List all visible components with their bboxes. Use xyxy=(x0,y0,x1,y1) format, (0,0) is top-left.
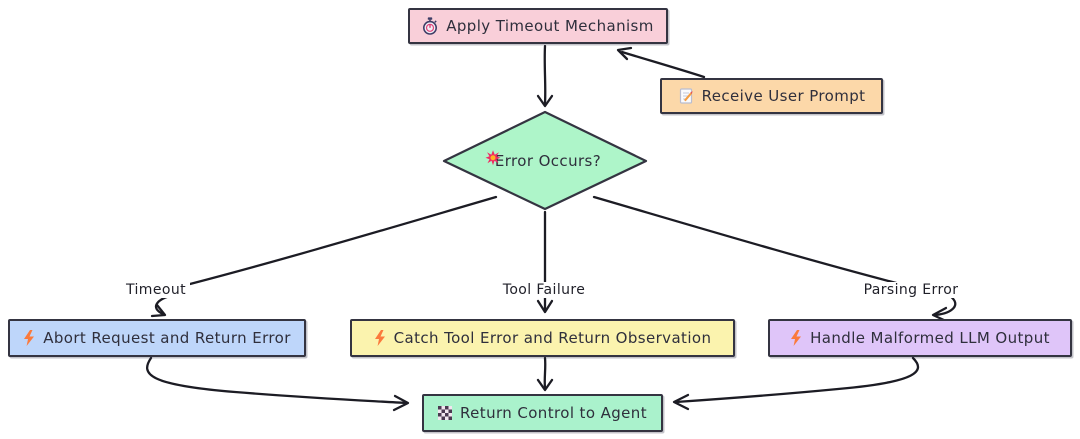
lightning-icon xyxy=(23,330,35,346)
edge-label-parsing-error: Parsing Error xyxy=(859,282,963,298)
node-catch-tool-error: Catch Tool Error and Return Observation xyxy=(350,319,735,357)
node-label: Apply Timeout Mechanism xyxy=(446,17,654,35)
edge-error-to-abort-request xyxy=(150,195,498,318)
node-label: Handle Malformed LLM Output xyxy=(810,329,1050,347)
stopwatch-icon xyxy=(422,17,438,35)
node-label: Receive User Prompt xyxy=(701,87,866,105)
edge-abort-to-return-control xyxy=(146,356,410,412)
edge-catch-to-return-control xyxy=(536,356,554,392)
edge-handle-to-return-control xyxy=(672,356,920,411)
edge-label-timeout: Timeout xyxy=(122,282,190,298)
node-apply-timeout-mechanism: Apply Timeout Mechanism xyxy=(408,8,668,44)
diamond-shape xyxy=(442,110,648,211)
edge-label-tool-failure: Tool Failure xyxy=(498,282,590,298)
node-handle-malformed-output: Handle Malformed LLM Output xyxy=(768,319,1072,357)
node-receive-user-prompt: Receive User Prompt xyxy=(660,78,883,114)
node-label: Return Control to Agent xyxy=(460,404,647,422)
edge-error-to-handle-malformed xyxy=(592,195,957,323)
node-error-occurs: Error Occurs? xyxy=(441,109,649,212)
node-return-control: Return Control to Agent xyxy=(422,394,663,432)
edge-apply-timeout-to-error xyxy=(536,44,554,108)
node-abort-request: Abort Request and Return Error xyxy=(8,319,306,357)
node-label: Error Occurs? xyxy=(494,151,602,170)
edge-receive-prompt-to-apply-timeout xyxy=(616,46,706,79)
node-label: Abort Request and Return Error xyxy=(43,329,291,347)
lightning-icon xyxy=(374,330,386,346)
checkerboard-icon xyxy=(438,406,453,420)
lightning-icon xyxy=(790,330,802,346)
node-label: Catch Tool Error and Return Observation xyxy=(393,329,712,347)
memo-icon xyxy=(678,88,694,104)
